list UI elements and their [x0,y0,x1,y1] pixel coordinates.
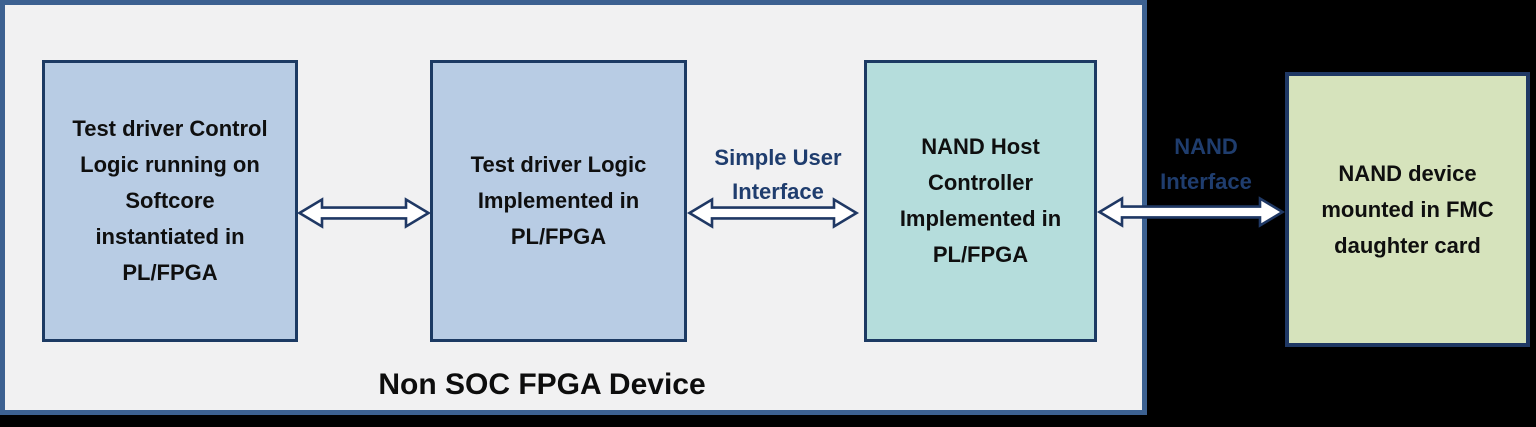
box-nand-host-controller: NAND Host Controller Implemented in PL/F… [864,60,1097,342]
fpga-container-label: Non SOC FPGA Device [378,368,706,401]
double-arrow-logic-to-controller [686,197,860,229]
box-test-driver-logic-label: Test driver Logic Implemented in PL/FPGA [470,152,647,249]
box-test-driver-control-label: Test driver Control Logic running on Sof… [72,116,268,285]
box-test-driver-logic: Test driver Logic Implemented in PL/FPGA [430,60,687,342]
box-nand-host-controller-label: NAND Host Controller Implemented in PL/F… [899,134,1062,267]
box-nand-device: NAND device mounted in FMC daughter card [1285,72,1530,347]
double-arrow-controller-to-nand-device [1096,196,1286,228]
label-simple-user-interface: Simple User Interface [714,145,842,204]
box-nand-device-label: NAND device mounted in FMC daughter card [1321,160,1494,258]
box-test-driver-control: Test driver Control Logic running on Sof… [42,60,298,342]
double-arrow-control-to-logic [296,197,432,229]
label-nand-interface: NAND Interface [1160,134,1252,194]
